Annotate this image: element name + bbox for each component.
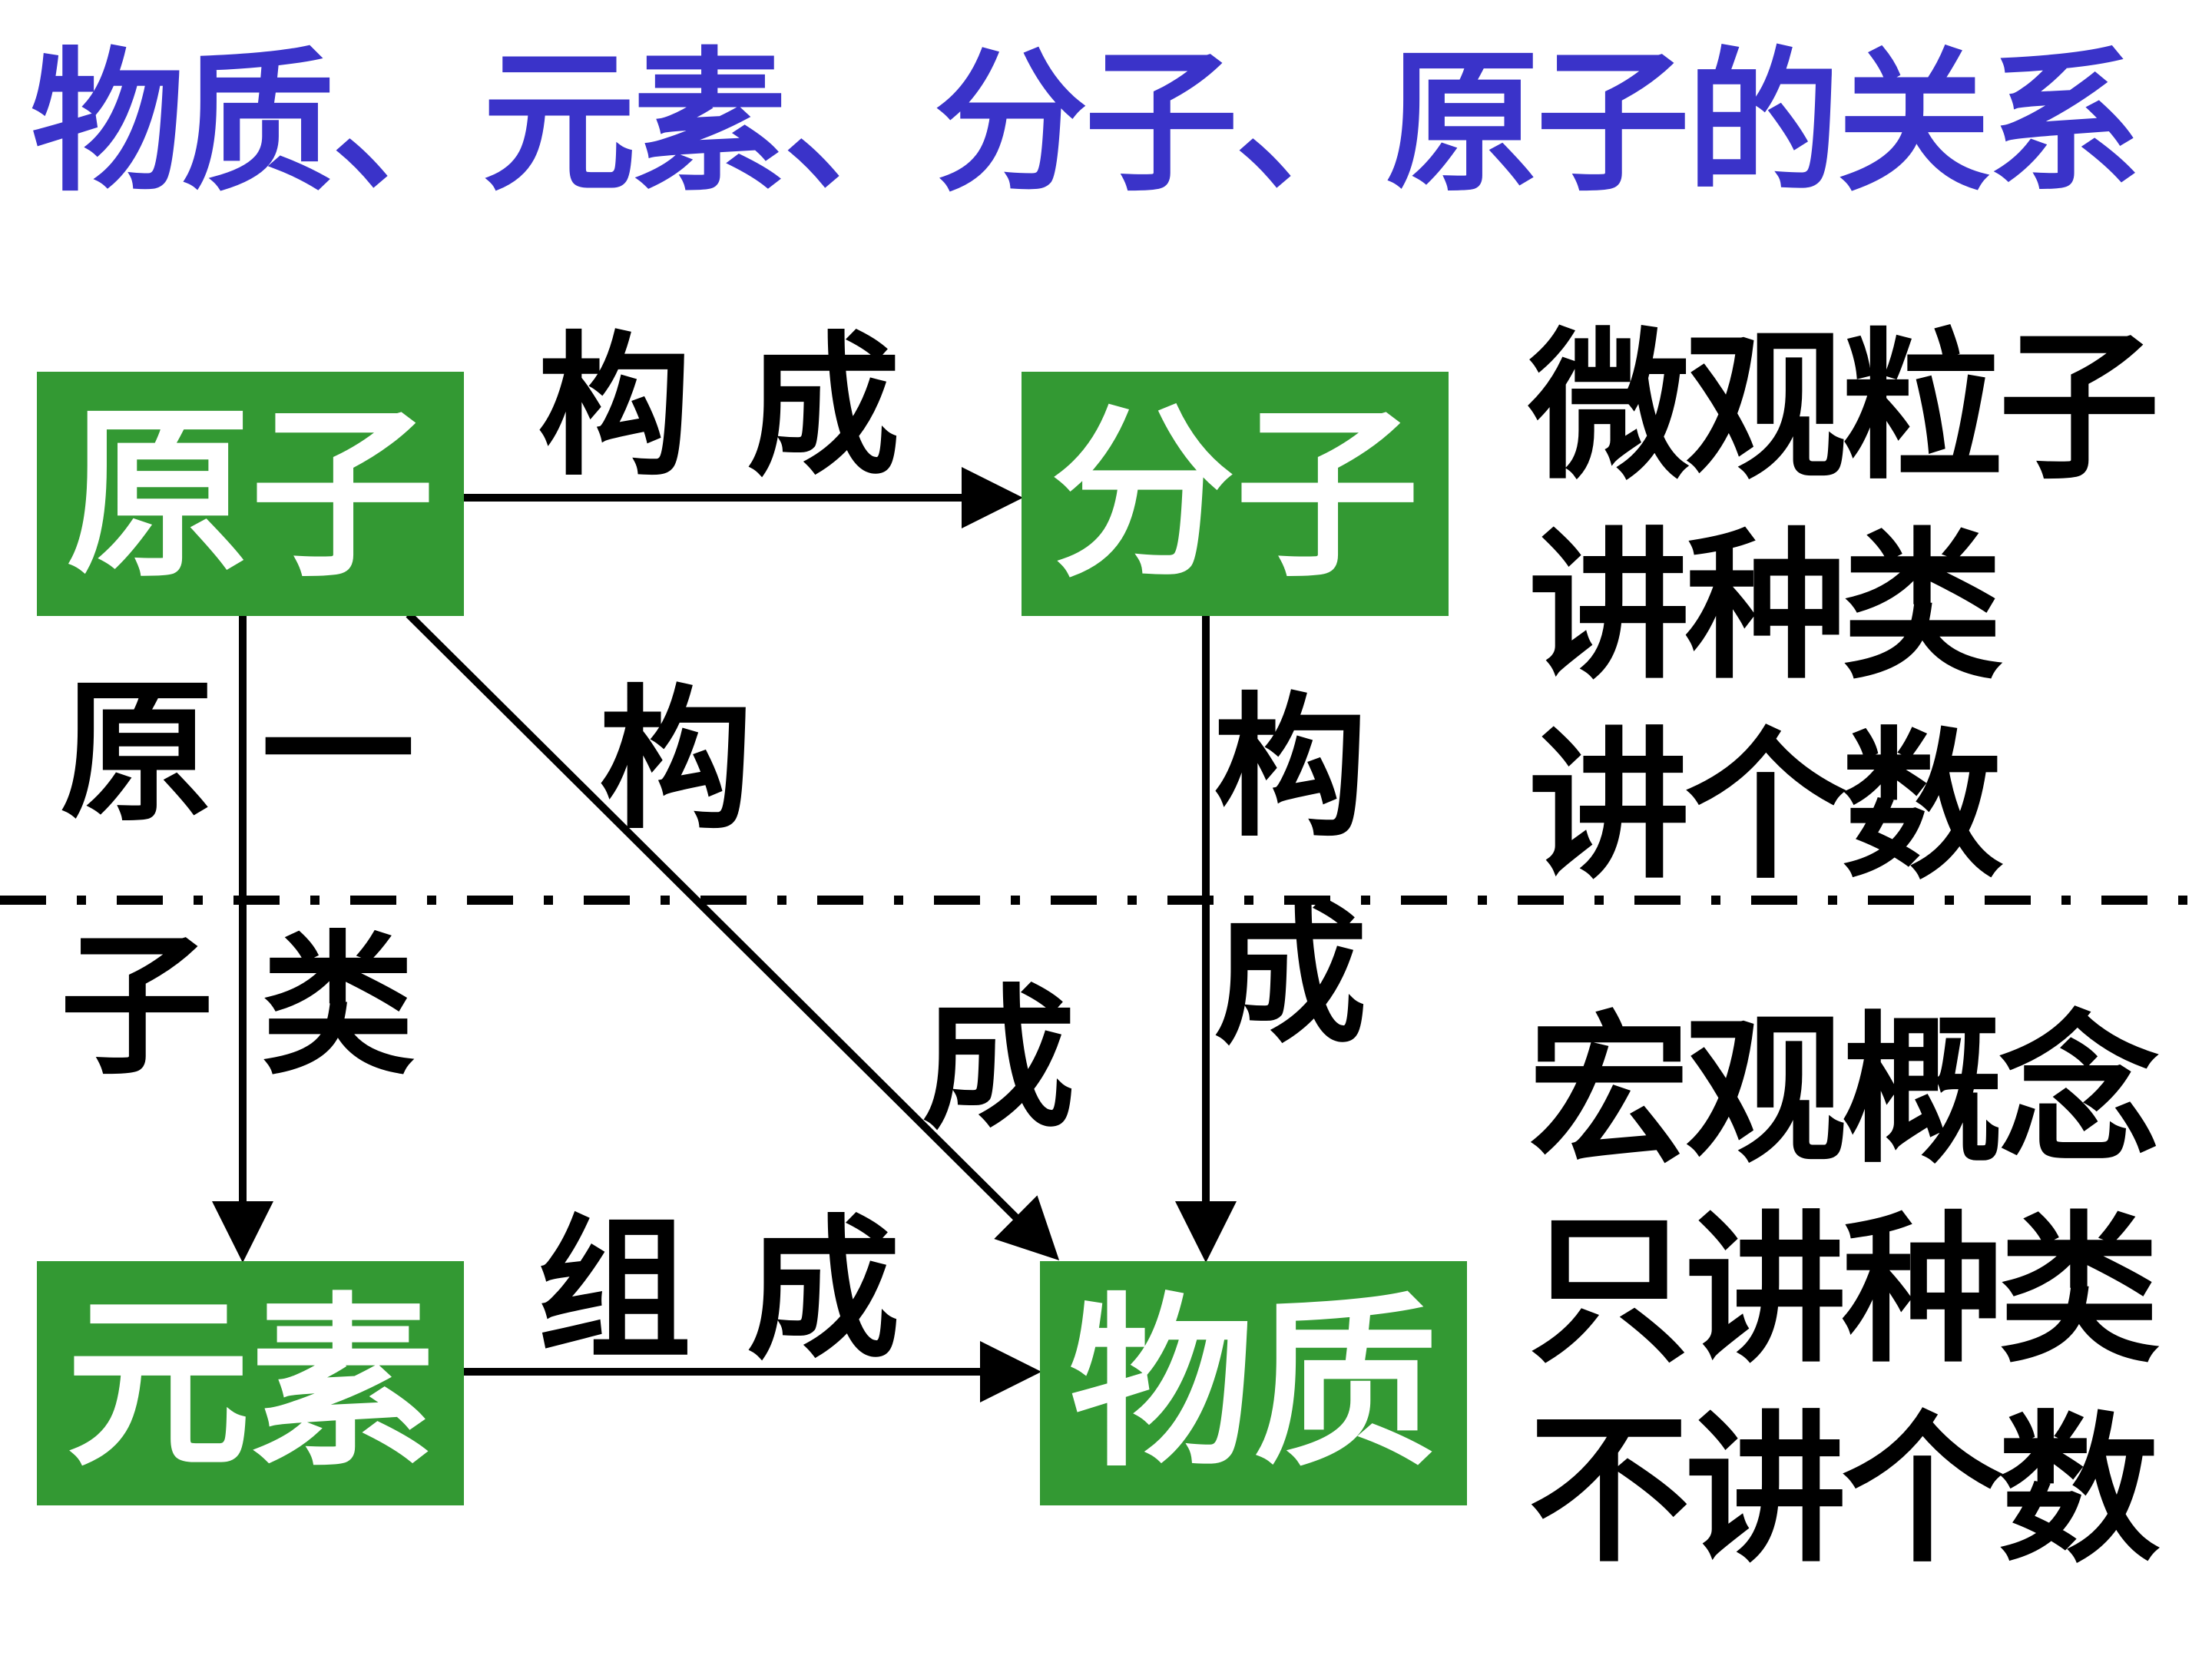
arrow-atom-to-matter <box>406 611 1060 1261</box>
label-molecule-matter-1: 构 <box>1214 677 1368 858</box>
label-atom-matter-1: 构 <box>599 670 753 850</box>
label-element-matter-2: 成 <box>747 1200 901 1380</box>
note-micro-3: 讲个数 <box>1528 711 2003 901</box>
node-element-label: 元素 <box>65 1275 435 1492</box>
node-element: 元素 <box>37 1261 464 1505</box>
node-matter: 物质 <box>1040 1261 1467 1505</box>
label-atom-matter-2: 成 <box>922 969 1076 1150</box>
note-micro-1: 微观粒子 <box>1528 312 2160 502</box>
label-atom-element-2: 一 <box>261 662 416 843</box>
node-matter-label: 物质 <box>1068 1275 1438 1492</box>
note-macro-1: 宏观概念 <box>1528 995 2160 1185</box>
label-atom-element-3: 子 <box>60 916 214 1096</box>
note-micro-2: 讲种类 <box>1528 512 2003 701</box>
page-title: 物质、元素、分子、原子的关系 <box>31 32 2141 213</box>
label-atom-molecule-1: 构 <box>538 316 692 497</box>
note-macro-3: 不讲个数 <box>1528 1395 2160 1584</box>
node-molecule: 分子 <box>1022 372 1449 616</box>
label-atom-molecule-2: 成 <box>747 316 901 497</box>
label-atom-element-4: 类 <box>261 916 416 1096</box>
label-element-matter-1: 组 <box>538 1200 692 1380</box>
node-atom-label: 原子 <box>65 386 435 602</box>
node-molecule-label: 分子 <box>1050 386 1419 602</box>
label-molecule-matter-2: 成 <box>1214 885 1368 1065</box>
label-atom-element-1: 原 <box>60 662 214 843</box>
note-macro-2: 只讲种类 <box>1528 1195 2160 1385</box>
node-atom: 原子 <box>37 372 464 616</box>
